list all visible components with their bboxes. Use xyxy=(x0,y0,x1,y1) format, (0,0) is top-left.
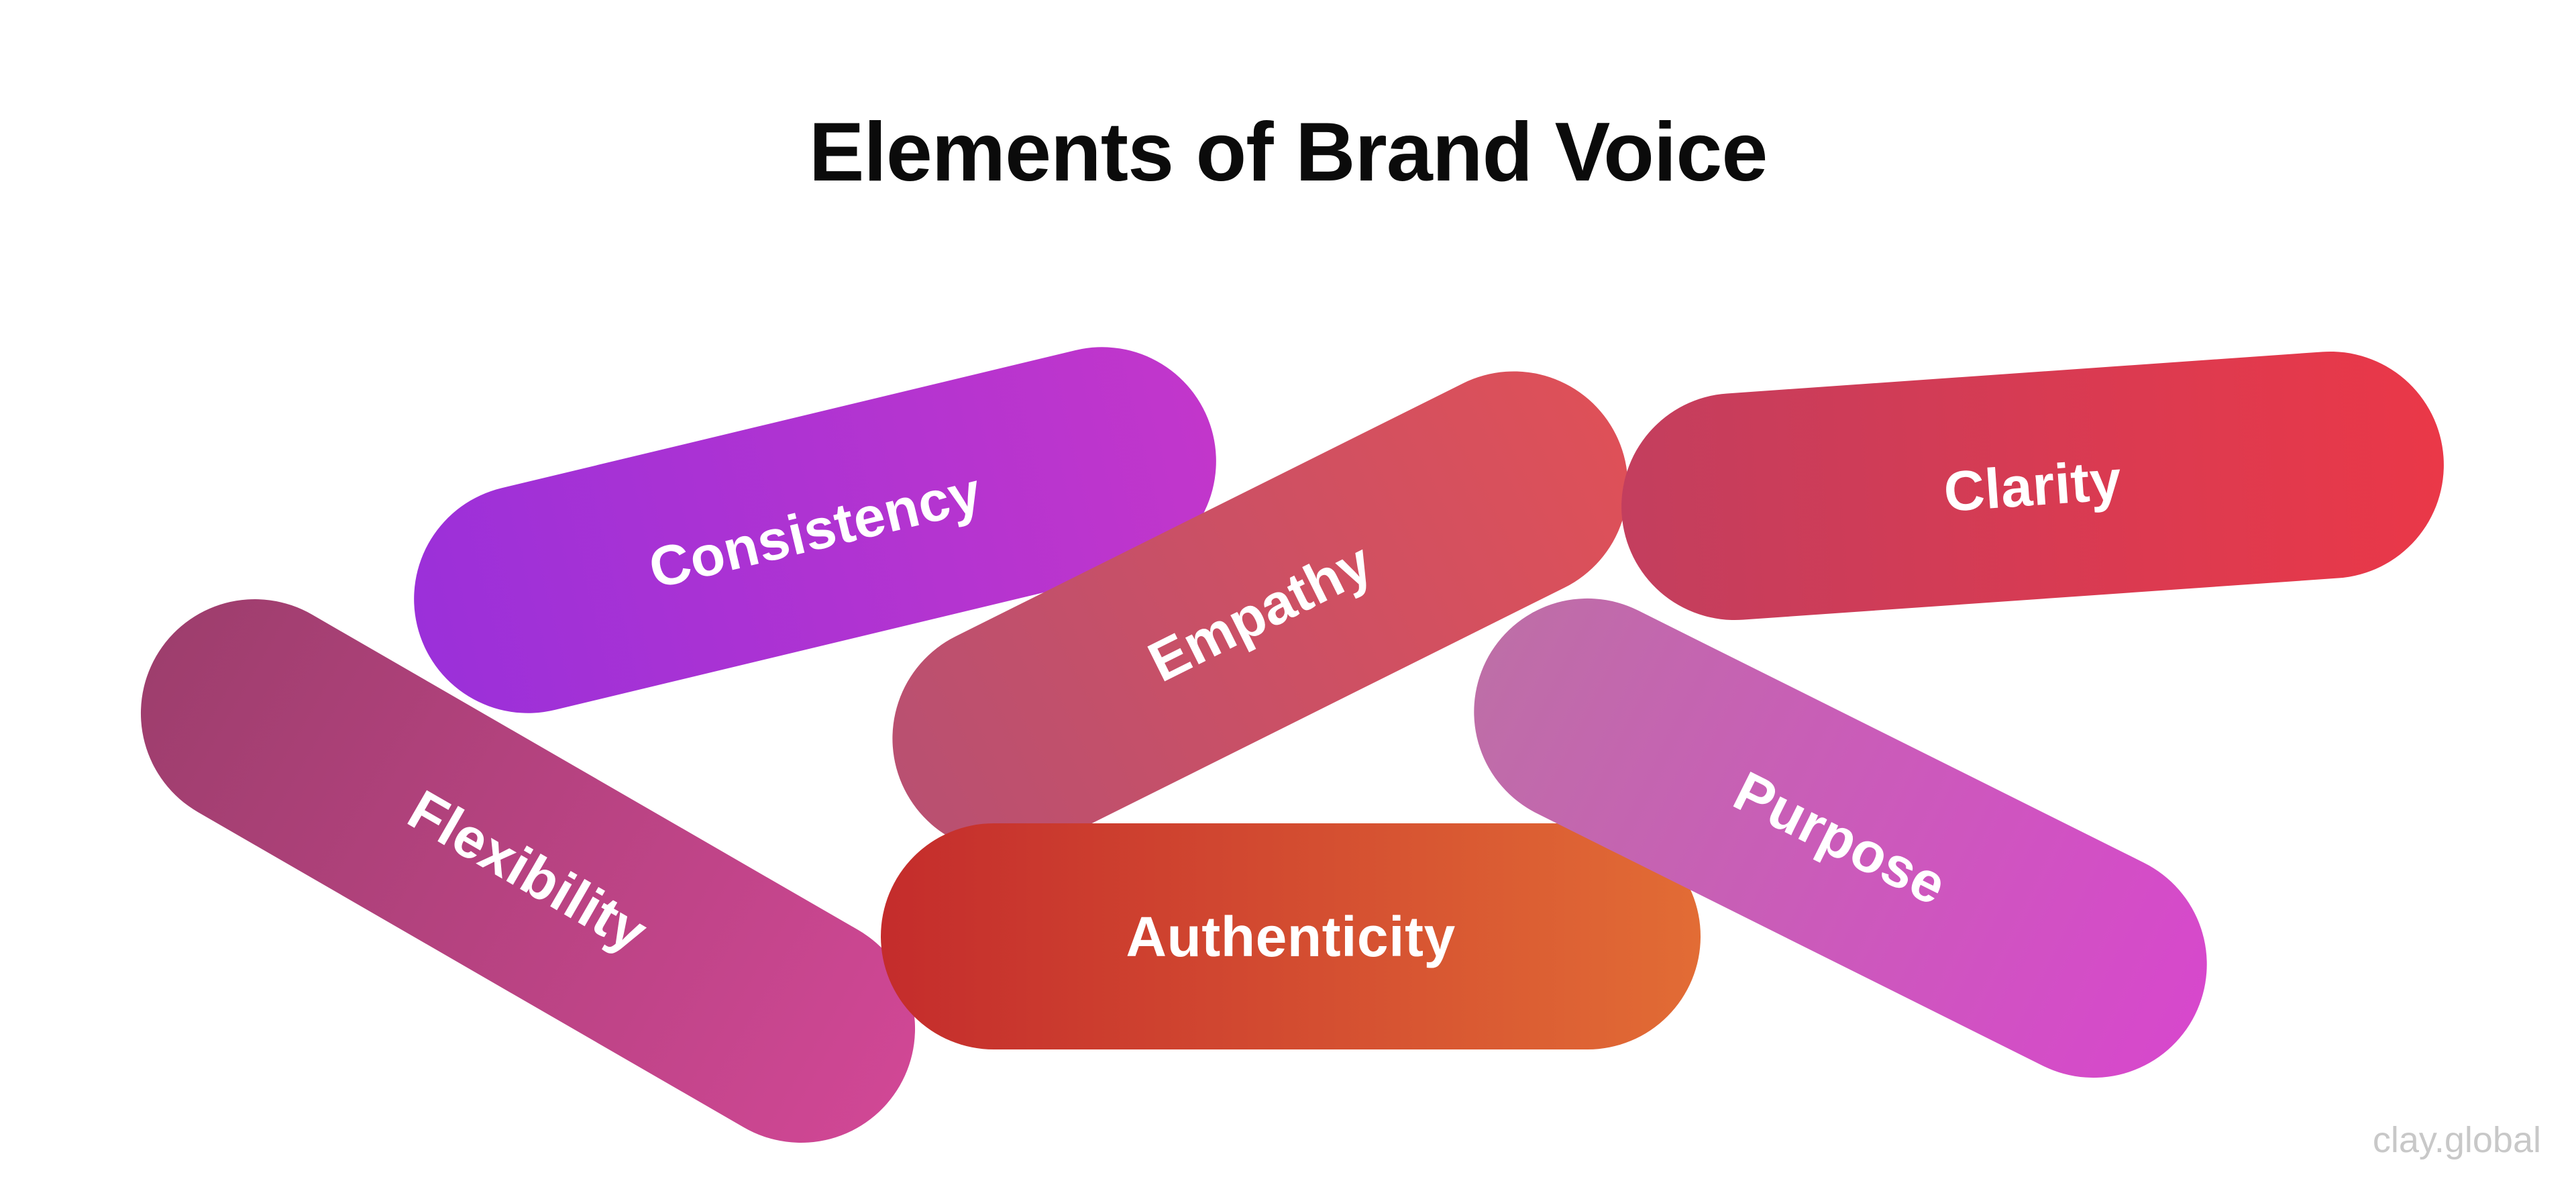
diagram-title: Elements of Brand Voice xyxy=(808,106,1768,199)
pill-label-flexibility: Flexibility xyxy=(398,778,658,964)
pill-label-empathy: Empathy xyxy=(1138,530,1382,694)
pill-label-authenticity: Authenticity xyxy=(1126,905,1456,968)
pill-authenticity: Authenticity xyxy=(881,823,1701,1049)
pill-label-purpose: Purpose xyxy=(1724,759,1957,917)
pill-clarity: Clarity xyxy=(1613,344,2452,628)
pill-label-consistency: Consistency xyxy=(643,460,987,601)
watermark-text: clay.global xyxy=(2372,1120,2541,1160)
pill-label-clarity: Clarity xyxy=(1941,448,2124,524)
